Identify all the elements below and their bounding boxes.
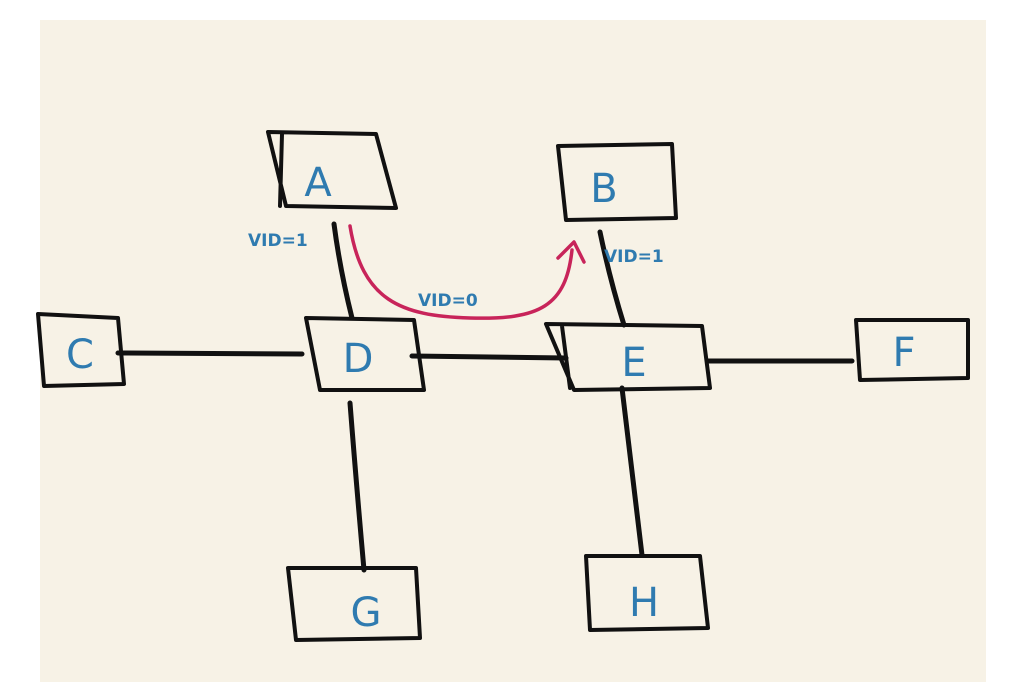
- vid-path-arrowhead: [556, 240, 586, 264]
- vid-path-arrow: [348, 224, 574, 320]
- node-c-box: [36, 312, 126, 388]
- link-d-g: [347, 400, 367, 573]
- link-e-h: [619, 385, 645, 558]
- node-d-box: [304, 316, 426, 392]
- node-h-box: [584, 554, 710, 632]
- link-a-d: [331, 221, 355, 321]
- node-e-box: [544, 322, 712, 392]
- node-b-box: [556, 142, 678, 222]
- node-a-label: A: [304, 160, 332, 206]
- node-c-label: C: [66, 332, 94, 378]
- vid-label-a: VID=1: [248, 231, 308, 251]
- node-f-box: [854, 318, 970, 382]
- node-g-box: [286, 566, 422, 642]
- vid-label-b: VID=1: [604, 247, 664, 267]
- node-d-label: D: [343, 336, 374, 382]
- node-e-label: E: [621, 340, 646, 386]
- link-c-d: [115, 350, 305, 357]
- link-d-e: [409, 353, 569, 361]
- node-a-box: [266, 130, 398, 210]
- vid-label-path: VID=0: [418, 291, 478, 311]
- link-b-e: [597, 229, 627, 328]
- node-g-label: G: [351, 590, 382, 636]
- node-f-label: F: [892, 330, 915, 376]
- node-h-label: H: [629, 580, 659, 626]
- node-b-label: B: [590, 166, 617, 212]
